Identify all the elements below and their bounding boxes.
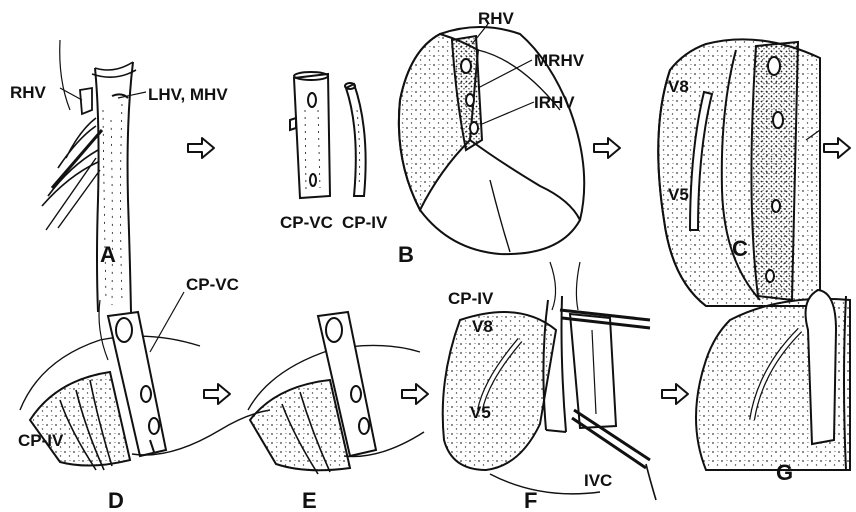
label-cp-vc-d: CP-VC (186, 276, 239, 293)
panel-letter-d: D (108, 490, 124, 512)
label-rhv-a: RHV (10, 84, 46, 101)
label-v8-f: V8 (472, 318, 493, 335)
label-cp-iv-b: CP-IV (342, 214, 387, 231)
panel-g-completion (696, 290, 850, 470)
right-arrow-icon (824, 138, 850, 158)
label-mrhv: MRHV (534, 52, 584, 69)
right-arrow-icon (594, 138, 620, 158)
panel-b-grafts (290, 72, 366, 198)
right-arrow-icon (204, 384, 230, 404)
right-arrow-icon (662, 384, 688, 404)
label-ivc: IVC (584, 472, 612, 489)
label-lhv-mhv: LHV, MHV (148, 86, 228, 103)
panel-e-anastomosis (248, 312, 424, 474)
panel-letter-c: C (732, 238, 748, 260)
label-cp-vc-b: CP-VC (280, 214, 333, 231)
label-v5-f: V5 (470, 404, 491, 421)
label-v5-c: V5 (668, 186, 689, 203)
label-cp-iv-d: CP-IV (18, 432, 63, 449)
panel-letter-f: F (524, 490, 537, 512)
label-irhv: IRHV (534, 94, 575, 111)
label-v8-c: V8 (668, 78, 689, 95)
label-cp-iv-f: CP-IV (448, 290, 493, 307)
panel-letter-g: G (776, 462, 793, 484)
panel-letter-a: A (100, 244, 116, 266)
right-arrow-icon (188, 138, 214, 158)
panel-a-vena-cava (42, 40, 146, 312)
panel-letter-e: E (302, 490, 317, 512)
right-arrow-icon (402, 384, 428, 404)
label-rhv-b: RHV (478, 10, 514, 27)
panel-letter-b: B (398, 244, 414, 266)
